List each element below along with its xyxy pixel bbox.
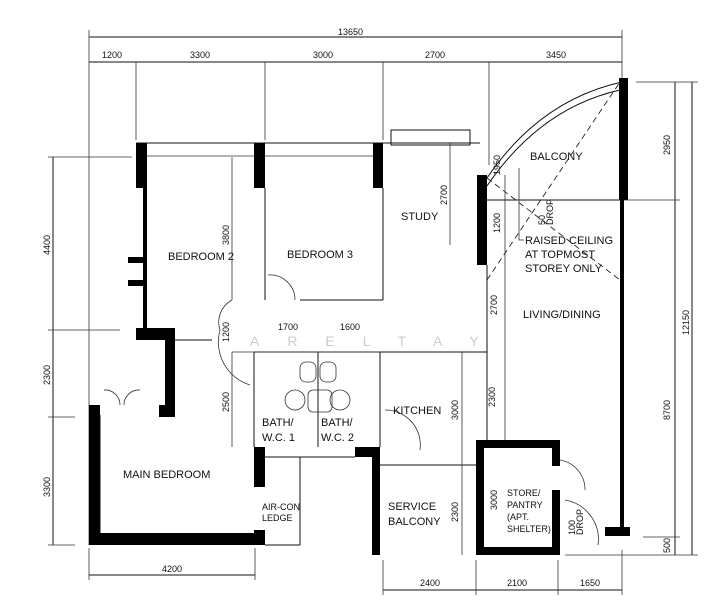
note-raised-ceiling-line1: RAISED CEILING [525, 235, 613, 247]
walls [89, 78, 630, 555]
dim-top-1: 1200 [102, 50, 122, 60]
label-bedroom2: BEDROOM 2 [168, 251, 234, 263]
dim-top-5: 3450 [546, 50, 566, 60]
label-balcony: BALCONY [530, 151, 583, 163]
dim-bath1-width: 1700 [278, 322, 298, 332]
dim-bath2-width: 1600 [340, 322, 360, 332]
main-door[interactable] [564, 499, 599, 546]
note-raised-ceiling-line2: AT TOPMOST [525, 249, 595, 261]
dim-bottom-3: 2100 [507, 578, 527, 588]
label-service-balcony-line2: BALCONY [388, 516, 441, 528]
balcony-diagonal [486, 177, 621, 281]
balcony-arc [486, 81, 623, 179]
dim-overall: 13650 [338, 27, 363, 37]
dim-top-3: 3000 [313, 50, 333, 60]
top-dimensions [88, 30, 623, 545]
label-bath2-line1: BATH/ [321, 417, 354, 429]
dim-bottom-1: 4200 [162, 564, 182, 574]
dim-right-4: 500 [662, 538, 672, 553]
label-aircon-ledge-line2: LEDGE [262, 513, 293, 523]
label-bedroom3: BEDROOM 3 [287, 249, 353, 261]
drop50-line1: 50 [537, 215, 547, 225]
leader-line [518, 168, 524, 241]
toilet-2-icon [319, 361, 337, 383]
dim-study-depth: 2700 [439, 185, 449, 205]
main-bedroom-door[interactable] [217, 329, 251, 386]
watermark: ARELTAY [250, 333, 507, 349]
label-bath1-line2: W.C. 1 [262, 432, 295, 444]
dim-service-balcony-depth: 2300 [450, 502, 460, 522]
study-window [390, 129, 471, 146]
dim-kitchen-depth: 3000 [450, 400, 460, 420]
dim-bottom-2: 2400 [420, 578, 440, 588]
label-store-line2: PANTRY [507, 500, 543, 510]
label-bath2-line2: W.C. 2 [321, 432, 354, 444]
dim-left-1: 4400 [42, 235, 52, 255]
dim-top-4: 2700 [425, 50, 445, 60]
dim-left-2: 2300 [42, 365, 52, 385]
label-aircon-ledge-line1: AIR-CON [262, 502, 300, 512]
label-main-bedroom: MAIN BEDROOM [123, 469, 210, 481]
dim-right-2: 12150 [681, 310, 691, 335]
label-kitchen: KITCHEN [393, 405, 441, 417]
drop50-line2: DROP [545, 199, 555, 225]
store-door[interactable] [559, 459, 586, 491]
dim-corridor: 1200 [221, 322, 231, 342]
dim-top-2: 3300 [190, 50, 210, 60]
label-store-line1: STORE/ [507, 488, 541, 498]
bottom-dimensions [88, 548, 623, 595]
main-bedroom-balcony-door[interactable] [103, 389, 141, 406]
dim-bottom-4: 1650 [580, 578, 600, 588]
bedroom2-door[interactable] [218, 299, 233, 331]
kitchen-door[interactable] [384, 409, 421, 451]
dim-living-lower: 2300 [487, 387, 497, 407]
label-living-dining: LIVING/DINING [523, 309, 601, 321]
dim-balcony-gap: 1200 [492, 213, 502, 233]
basin-1-icon [284, 389, 306, 411]
dim-bath-depth: 2500 [221, 392, 231, 412]
label-store-line3: (APT. [507, 512, 529, 522]
dim-left-3: 3300 [42, 477, 52, 497]
label-study: STUDY [401, 211, 439, 223]
right-dimensions [565, 81, 698, 556]
label-store-line4: SHELTER) [507, 524, 551, 534]
dim-balcony-depth: 1950 [492, 155, 502, 175]
inner-dimensions [231, 143, 506, 555]
dim-living-upper: 2700 [489, 295, 499, 315]
dim-right-3: 8700 [662, 400, 672, 420]
dim-bedroom2-depth: 3800 [221, 225, 231, 245]
drop100-line2: DROP [575, 509, 585, 535]
note-raised-ceiling-line3: STOREY ONLY [525, 263, 603, 275]
drop100-line1: 100 [567, 520, 577, 535]
dim-store-depth: 3000 [489, 490, 499, 510]
left-dimensions [48, 156, 132, 546]
dim-right-1: 2950 [662, 135, 672, 155]
basin-2-icon [329, 389, 351, 411]
toilet-1-icon [299, 361, 317, 383]
label-bath1-line1: BATH/ [262, 417, 295, 429]
bedroom3-door[interactable] [267, 274, 296, 301]
label-service-balcony-line1: SERVICE [388, 501, 436, 513]
